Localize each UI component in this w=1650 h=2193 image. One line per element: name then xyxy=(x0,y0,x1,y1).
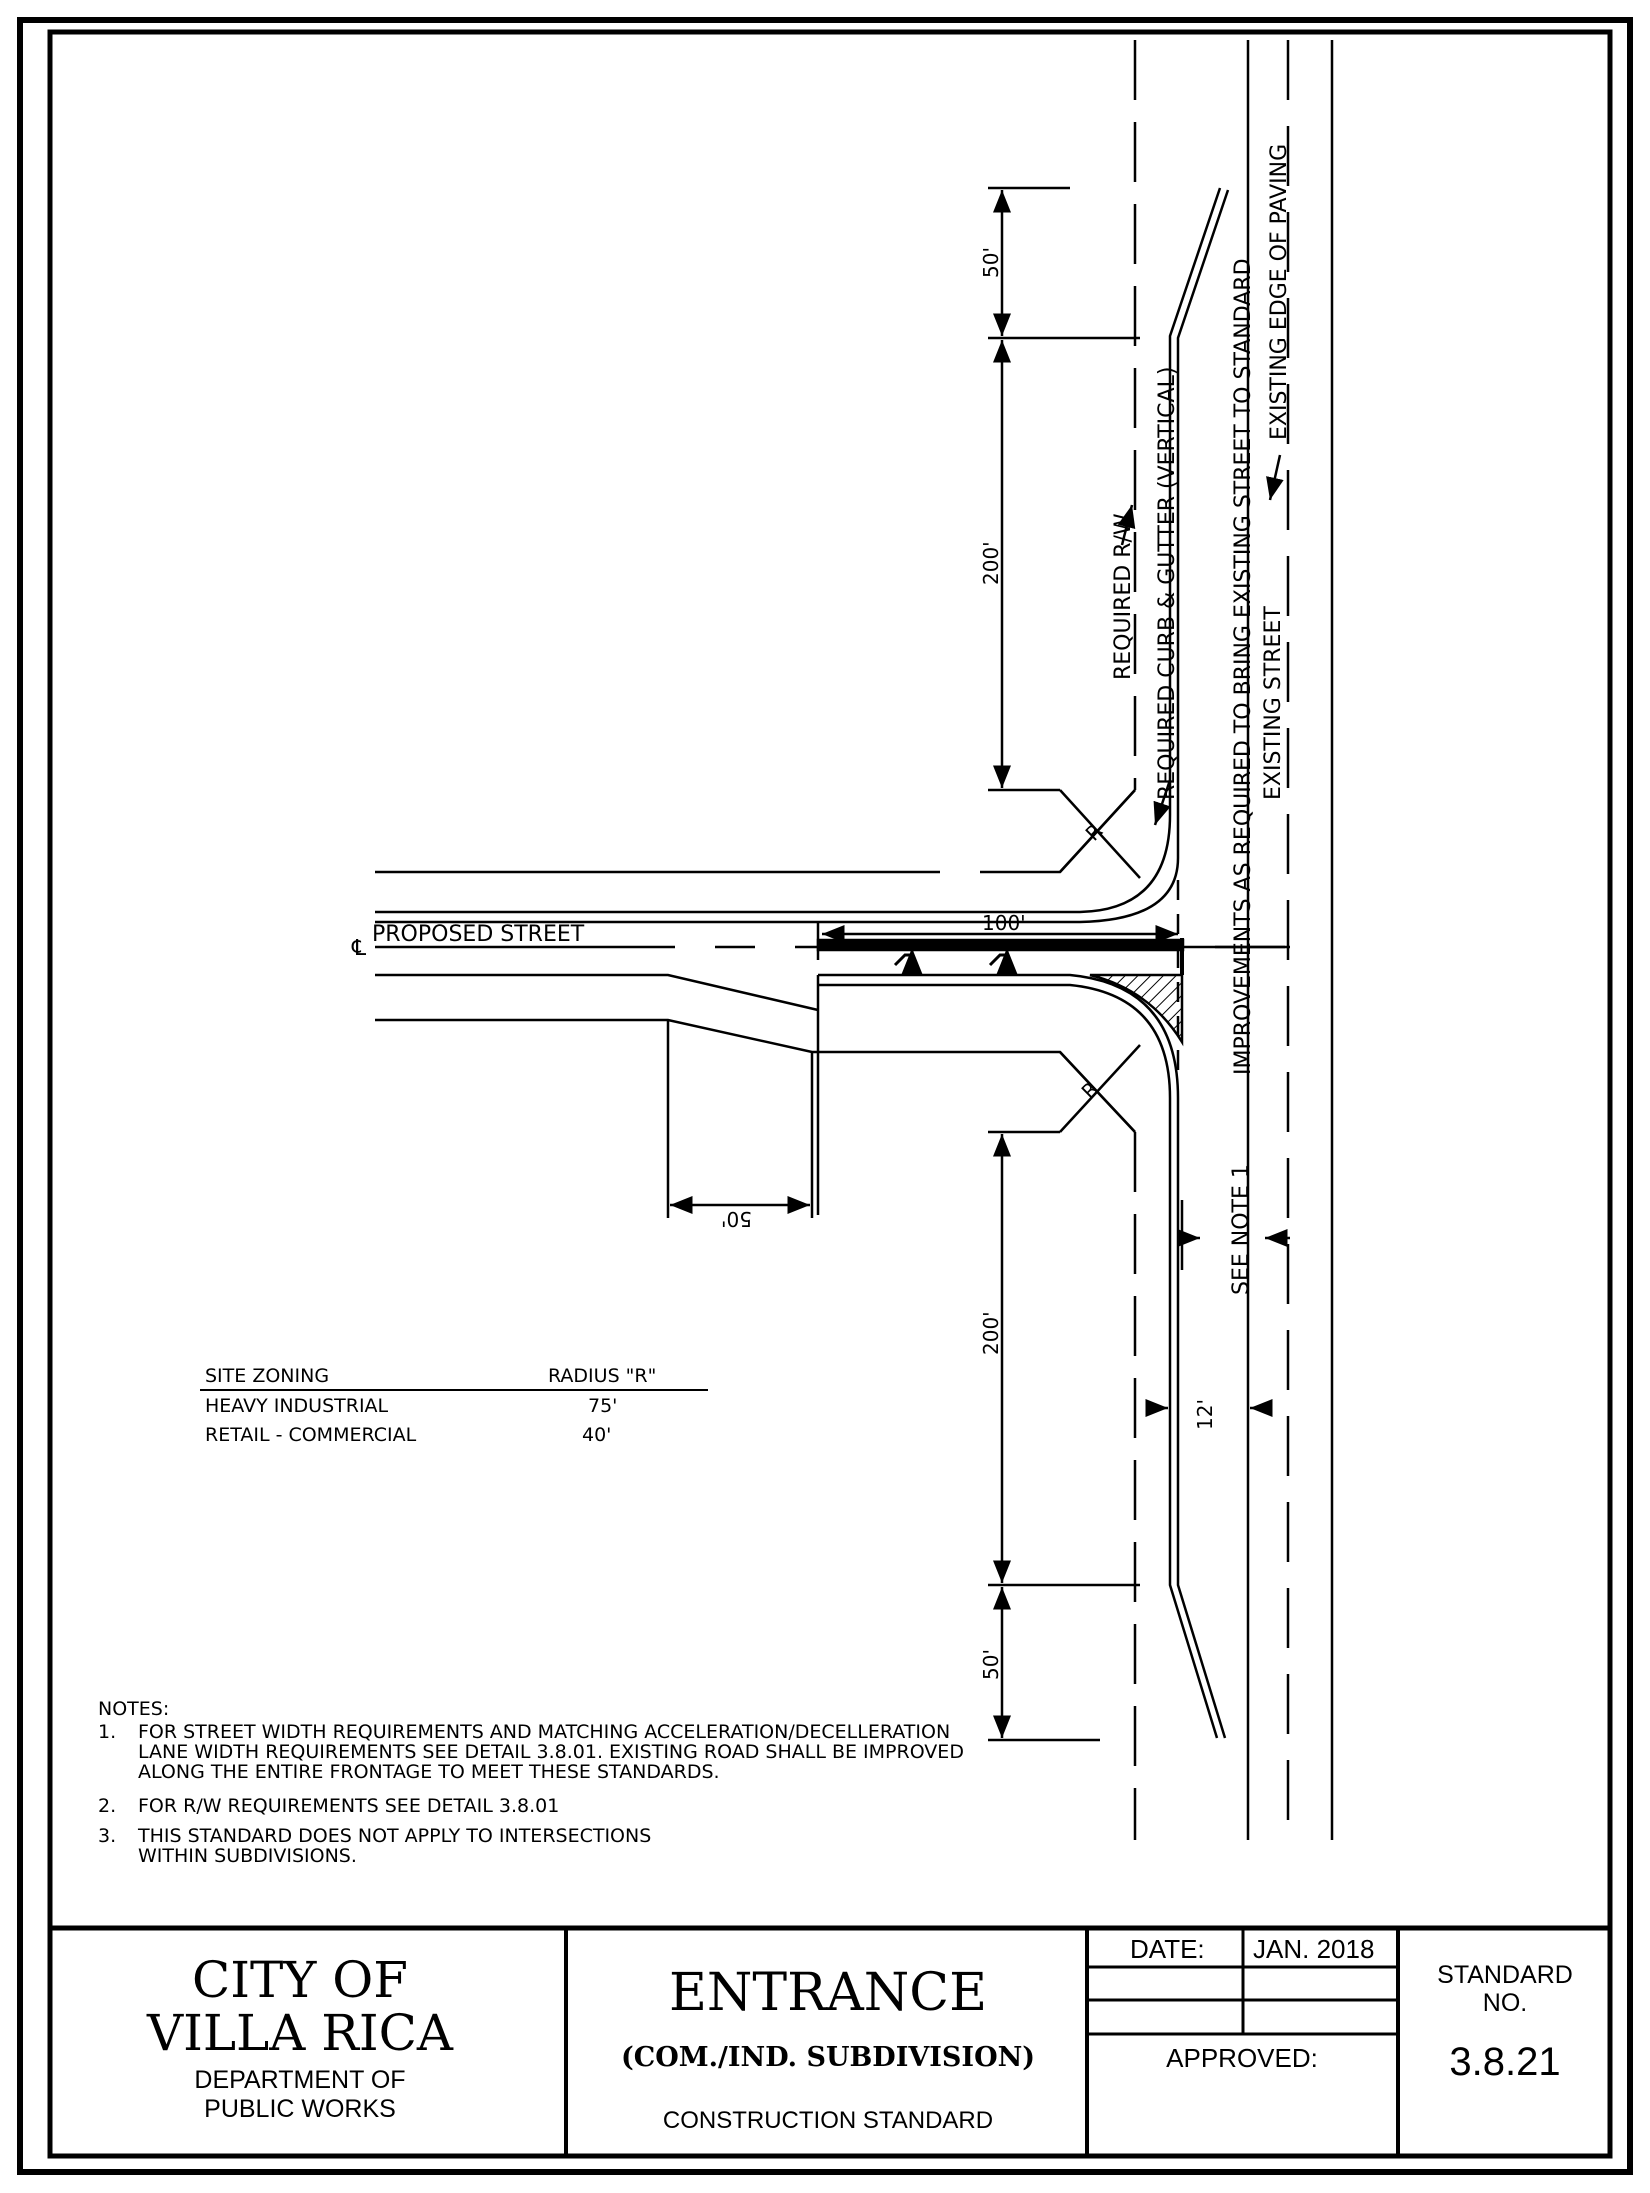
note-1-line-1: FOR STREET WIDTH REQUIREMENTS AND MATCHI… xyxy=(138,1721,950,1743)
radius-line-top-1 xyxy=(1059,789,1141,879)
inner-border xyxy=(47,29,1613,2159)
label-existing-street: EXISTING STREET xyxy=(1261,606,1286,800)
zoning-table: SITE ZONING RADIUS "R" HEAVY INDUSTRIAL … xyxy=(200,1365,708,1446)
label-centerline-symbol: ℄ xyxy=(351,936,367,961)
note-3-num: 3. xyxy=(98,1825,116,1847)
turn-arrow-2 xyxy=(988,948,1018,975)
city-line-2: VILLA RICA xyxy=(146,2004,454,2062)
date-label: DATE: xyxy=(1130,1934,1205,1964)
stop-bar xyxy=(816,938,1185,952)
zoning-header: SITE ZONING xyxy=(205,1365,329,1387)
radius-row-1: 75' xyxy=(588,1395,617,1417)
proposed-edge-south xyxy=(375,973,819,1012)
date-value: JAN. 2018 xyxy=(1253,1934,1374,1964)
drawing-title: ENTRANCE xyxy=(669,1963,987,2023)
label-required-rw: REQUIRED R/W xyxy=(1111,513,1136,680)
gutter-line-top xyxy=(375,187,1222,914)
construction-standard: CONSTRUCTION STANDARD xyxy=(663,2107,993,2134)
note-1-line-3: ALONG THE ENTIRE FRONTAGE TO MEET THESE … xyxy=(138,1761,720,1783)
dim-label-lane-100: 100' xyxy=(982,911,1026,935)
leader-curb xyxy=(1153,779,1172,826)
note-2-line-1: FOR R/W REQUIREMENTS SEE DETAIL 3.8.01 xyxy=(138,1795,559,1817)
approved-label: APPROVED: xyxy=(1166,2043,1318,2073)
dim-label-taper-50: 50' xyxy=(721,1207,752,1231)
note-2-num: 2. xyxy=(98,1795,116,1817)
site-plan xyxy=(375,40,1334,1840)
gutter-line-bottom-inner-2 xyxy=(818,983,1172,1099)
gutter-line-bottom-inner xyxy=(818,973,1180,1099)
standard-number: 3.8.21 xyxy=(1449,2040,1560,2084)
zoning-row-1: HEAVY INDUSTRIAL xyxy=(205,1395,389,1417)
plan-labels: REQUIRED R/W REQUIRED CURB & GUTTER (VER… xyxy=(351,144,1292,1680)
note-3-line-2: WITHIN SUBDIVISIONS. xyxy=(138,1845,357,1867)
radius-header: RADIUS "R" xyxy=(548,1365,656,1387)
outer-border xyxy=(17,17,1633,2175)
curb-line-bottom xyxy=(1176,1098,1227,1739)
gutter-line-top-outer xyxy=(375,857,1180,924)
radius-line-bottom-2 xyxy=(1059,1051,1136,1133)
leader-edge xyxy=(1266,454,1284,501)
radius-line-bottom-1 xyxy=(1059,1044,1141,1133)
note-3-line-1: THIS STANDARD DOES NOT APPLY TO INTERSEC… xyxy=(137,1825,651,1847)
city-line-1: CITY OF xyxy=(192,1951,408,2009)
zoning-row-2: RETAIL - COMMERCIAL xyxy=(205,1424,417,1446)
notes-title: NOTES: xyxy=(98,1698,169,1720)
leader-rw xyxy=(1117,504,1136,546)
dim-label-bottom-storage: 200' xyxy=(979,1311,1003,1355)
title-block-text: CITY OF VILLA RICA DEPARTMENT OF PUBLIC … xyxy=(146,1934,1573,2134)
dim-label-top-storage: 200' xyxy=(979,541,1003,585)
dept-line-1: DEPARTMENT OF xyxy=(194,2066,405,2094)
dim-label-lane-width: 12' xyxy=(1193,1399,1217,1430)
dim-label-top-taper: 50' xyxy=(979,247,1003,278)
proposed-rw-south xyxy=(375,1018,1136,1133)
label-curb-gutter: REQUIRED CURB & GUTTER (VERTICAL) xyxy=(1155,367,1180,800)
label-existing-edge: EXISTING EDGE OF PAVING xyxy=(1267,144,1292,440)
turn-arrow-1 xyxy=(893,948,923,975)
label-see-note: SEE NOTE 1 xyxy=(1229,1164,1254,1295)
hatched-island xyxy=(1089,973,1184,1047)
gutter-line-bottom xyxy=(1168,1098,1219,1739)
drawing-subtitle: (COM./IND. SUBDIVISION) xyxy=(621,2042,1035,2073)
radius-row-2: 40' xyxy=(582,1424,611,1446)
label-proposed-street: PROPOSED STREET xyxy=(372,922,585,947)
dept-line-2: PUBLIC WORKS xyxy=(204,2095,396,2123)
notes: NOTES: 1. FOR STREET WIDTH REQUIREMENTS … xyxy=(98,1698,964,1867)
curb-line-top xyxy=(1176,189,1230,858)
standard-label-2: NO. xyxy=(1483,1989,1527,2017)
label-improvements: IMPROVEMENTS AS REQUIRED TO BRING EXISTI… xyxy=(1231,258,1256,1075)
radius-line-top-2 xyxy=(1059,789,1136,873)
proposed-rw-north xyxy=(375,789,1136,874)
standard-label-1: STANDARD xyxy=(1437,1961,1573,1989)
title-block xyxy=(50,1925,1610,2156)
label-radius-bottom: R xyxy=(1077,1077,1104,1104)
note-1-num: 1. xyxy=(98,1721,116,1743)
dim-label-bottom-taper: 50' xyxy=(979,1649,1003,1680)
note-1-line-2: LANE WIDTH REQUIREMENTS SEE DETAIL 3.8.0… xyxy=(138,1741,964,1763)
